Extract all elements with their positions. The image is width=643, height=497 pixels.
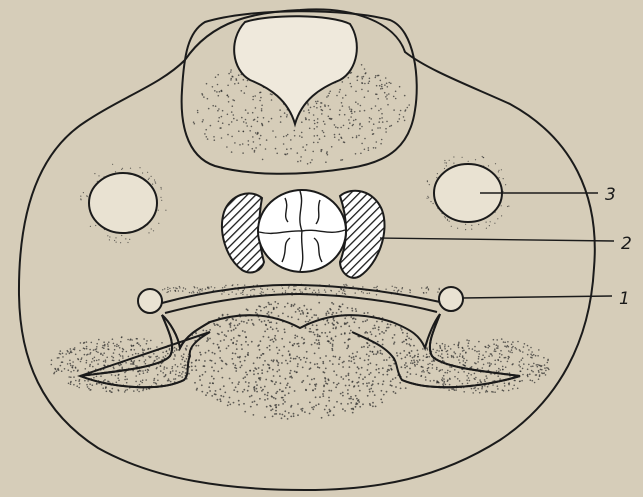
callout-label-3: 3 <box>605 185 616 205</box>
callout-label-2: 2 <box>621 234 632 254</box>
dorsal-inner-cavity <box>234 16 357 124</box>
callout-line-1 <box>462 296 612 298</box>
ventral-wing-right <box>402 314 520 387</box>
arched-connecting-band-lower <box>165 294 437 313</box>
callout-line-2 <box>380 238 614 241</box>
right-small-round-body <box>439 287 463 311</box>
left-small-round-body <box>138 289 162 313</box>
left-round-vessel <box>89 173 157 233</box>
ventral-wing-structure <box>80 314 520 387</box>
callout-label-1: 1 <box>619 289 630 309</box>
